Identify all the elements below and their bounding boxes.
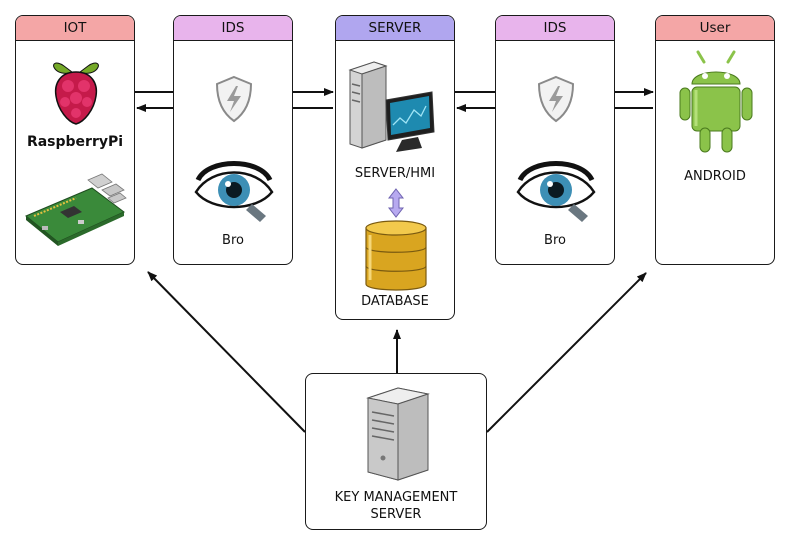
database-icon xyxy=(365,220,427,291)
ids-right-label: Bro xyxy=(544,233,566,248)
ids-left-panel: IDS Bro xyxy=(173,15,293,265)
kms-label-line1: KEY MANAGEMENT xyxy=(334,490,458,505)
server-hmi-label: SERVER/HMI xyxy=(354,166,436,181)
arrow-kms-to-iot xyxy=(147,271,306,433)
raspberry-board-icon xyxy=(25,173,127,246)
server-monitor-icon xyxy=(348,61,435,152)
ids-right-title: IDS xyxy=(496,16,614,41)
ids-right-panel: IDS Bro xyxy=(495,15,615,265)
kms-panel: KEY MANAGEMENT SERVER xyxy=(305,373,487,530)
user-panel: User ANDROID xyxy=(655,15,775,265)
user-panel-title: User xyxy=(656,16,774,41)
iot-panel: IOT RaspberryPi xyxy=(15,15,135,265)
server-tower-icon xyxy=(366,387,430,481)
kms-label-line2: SERVER xyxy=(370,507,422,522)
shield-icon xyxy=(537,75,575,123)
ids-left-label: Bro xyxy=(222,233,244,248)
bro-eye-icon xyxy=(194,161,274,222)
server-panel: SERVER SERVER/HMI DATABASE xyxy=(335,15,455,320)
double-arrow-icon xyxy=(387,188,405,218)
shield-icon xyxy=(215,75,253,123)
raspberrypi-brand-text: RaspberryPi xyxy=(26,134,124,150)
android-label: ANDROID xyxy=(684,169,746,184)
server-panel-title: SERVER xyxy=(336,16,454,41)
arrow-kms-to-user xyxy=(486,272,647,433)
iot-panel-title: IOT xyxy=(16,16,134,41)
ids-left-title: IDS xyxy=(174,16,292,41)
raspberry-logo-icon xyxy=(53,62,99,125)
android-icon xyxy=(679,50,753,153)
bro-eye-icon xyxy=(516,161,596,222)
database-label: DATABASE xyxy=(361,294,429,309)
